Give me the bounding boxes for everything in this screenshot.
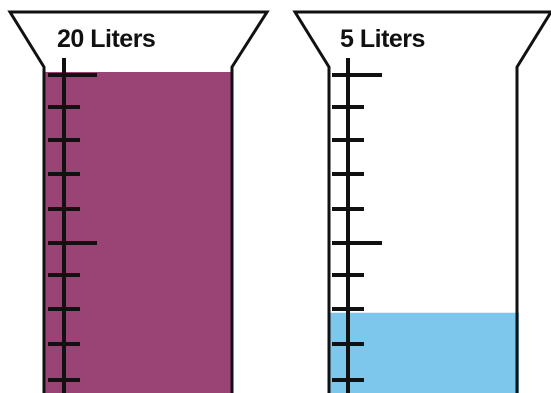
cylinder-5-liters — [292, 10, 551, 393]
cylinder-label-5-liters: 5 Liters — [340, 25, 425, 53]
cylinder-label-20-liters: 20 Liters — [57, 25, 156, 53]
cylinder-20-liters — [7, 10, 270, 393]
graduation-marks-left — [48, 58, 97, 393]
cylinder-outline-right — [292, 10, 551, 393]
cylinder-outline-left — [7, 10, 270, 393]
liquid-fill-20-liters — [44, 72, 233, 393]
graduation-marks-right — [332, 58, 382, 393]
